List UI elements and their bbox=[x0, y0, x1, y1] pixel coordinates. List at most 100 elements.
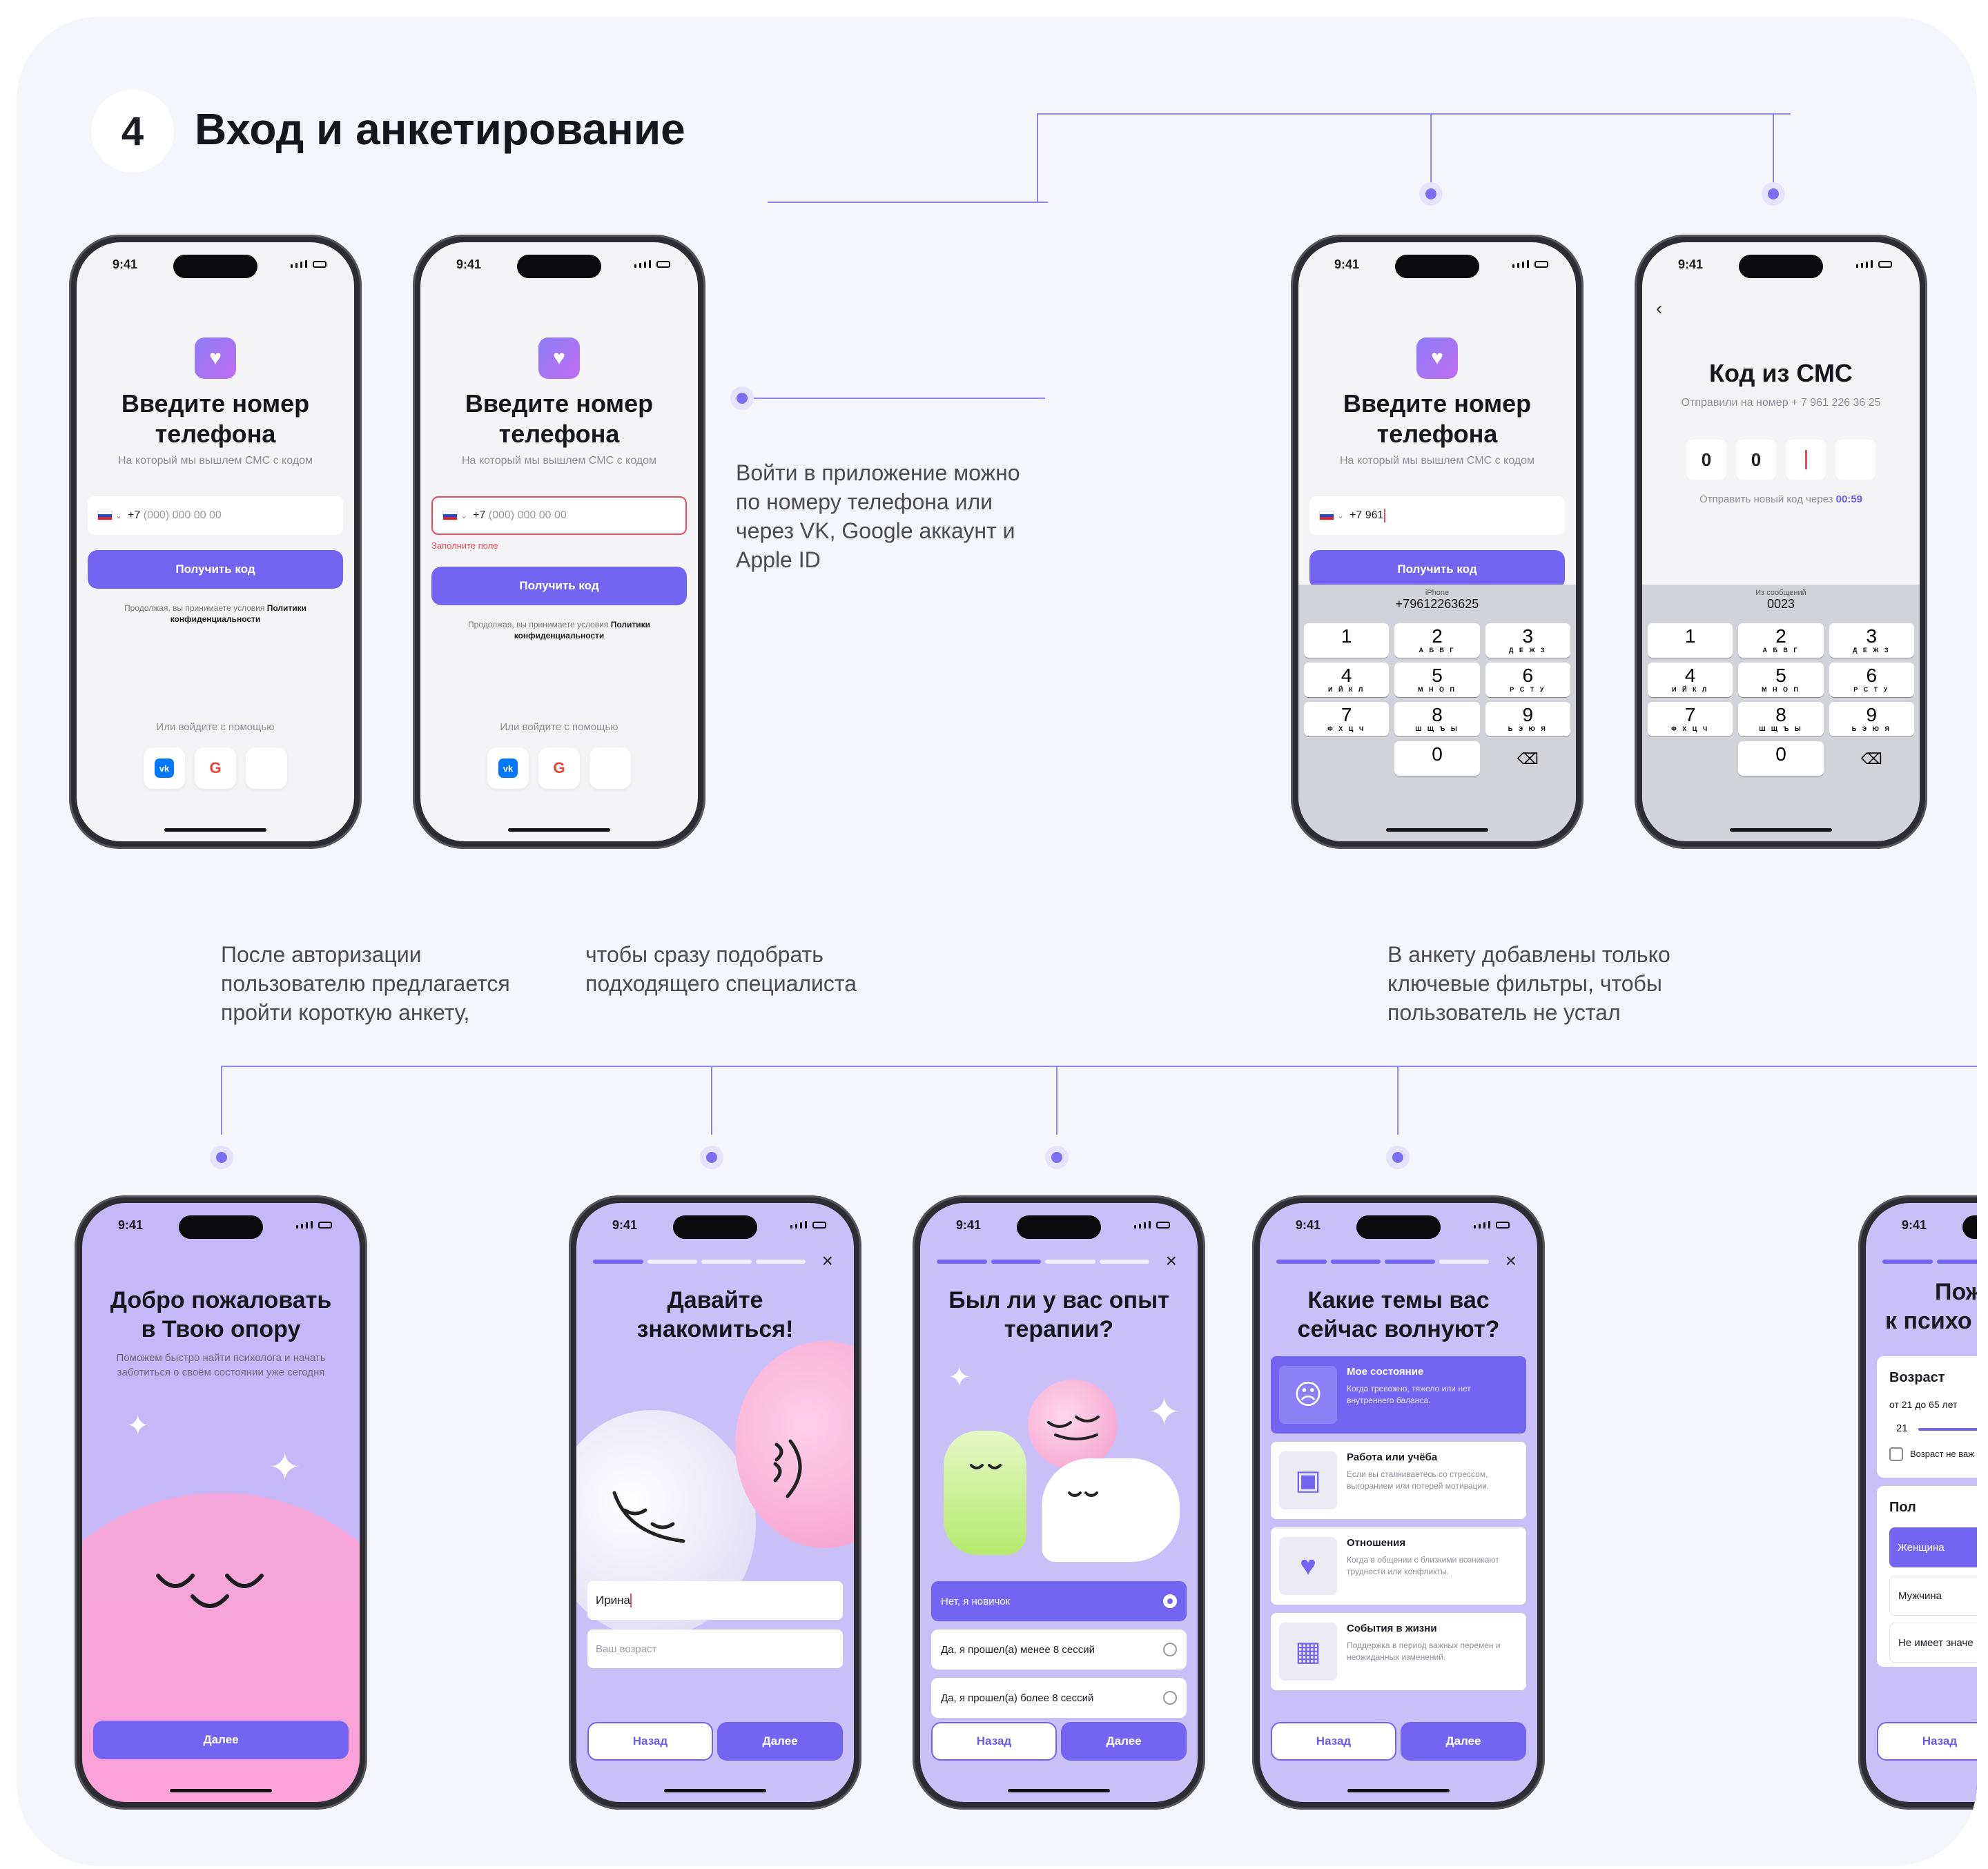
key-letters: А Б В Г bbox=[1762, 647, 1800, 654]
google-login-button[interactable]: G bbox=[195, 747, 236, 789]
chevron-down-icon[interactable]: ⌄ bbox=[115, 511, 123, 520]
get-code-button[interactable]: Получить код bbox=[431, 567, 687, 605]
back-arrow-icon[interactable]: ‹ bbox=[1656, 297, 1663, 319]
key-0[interactable]: 0 bbox=[1738, 741, 1824, 776]
google-login-button[interactable]: G bbox=[538, 747, 580, 789]
vk-icon: vk bbox=[155, 759, 174, 778]
status-bar: 9:41 bbox=[1260, 1203, 1537, 1242]
checkbox-icon[interactable] bbox=[1889, 1447, 1903, 1461]
code-digit-active[interactable] bbox=[1786, 440, 1826, 480]
delete-key-icon[interactable]: ⌫ bbox=[1517, 750, 1539, 767]
back-button[interactable]: Назад bbox=[931, 1722, 1057, 1761]
chevron-down-icon[interactable]: ⌄ bbox=[1337, 511, 1345, 520]
age-label: Возраст bbox=[1889, 1370, 1945, 1385]
flag-ru-icon[interactable] bbox=[442, 511, 458, 520]
vk-login-button[interactable]: vk bbox=[144, 747, 185, 789]
legal-prefix: Продолжая, вы принимаете условия bbox=[468, 620, 609, 629]
next-button[interactable]: Далее bbox=[717, 1722, 843, 1761]
apple-login-button[interactable] bbox=[246, 747, 287, 789]
close-icon[interactable]: × bbox=[1165, 1250, 1177, 1271]
name-input[interactable]: Ирина bbox=[587, 1581, 843, 1620]
signal-icon bbox=[291, 260, 327, 268]
key-0[interactable]: 0 bbox=[1394, 741, 1480, 776]
vk-login-button[interactable]: vk bbox=[487, 747, 529, 789]
phone-input[interactable]: ⌄ +7 (000) 000 00 00 bbox=[88, 496, 343, 535]
code-digit[interactable]: 0 bbox=[1686, 440, 1726, 480]
close-icon[interactable]: × bbox=[821, 1250, 833, 1271]
home-indicator bbox=[1008, 1789, 1110, 1792]
phone-input[interactable]: ⌄ +7 (000) 000 00 00 bbox=[431, 496, 687, 535]
option-more-8[interactable]: Да, я прошел(а) более 8 сессий bbox=[931, 1678, 1187, 1718]
apple-login-button[interactable] bbox=[589, 747, 631, 789]
key-digit: 6 bbox=[1866, 665, 1878, 686]
close-icon[interactable]: × bbox=[1505, 1250, 1517, 1271]
page-title: Добро пожаловать в Твою опору bbox=[110, 1287, 332, 1342]
get-code-button[interactable]: Получить код bbox=[88, 550, 343, 589]
autofill-suggestion[interactable]: iPhone +79612263625 bbox=[1298, 585, 1576, 620]
code-digit-empty[interactable] bbox=[1835, 440, 1875, 480]
connector-line bbox=[711, 1066, 712, 1135]
battery-icon bbox=[812, 1222, 826, 1229]
next-button[interactable]: Далее bbox=[93, 1721, 349, 1759]
resend-label: Отправить новый код через bbox=[1699, 493, 1833, 505]
topic-desc: Когда в общении с близкими возникают тру… bbox=[1347, 1555, 1499, 1576]
character-green bbox=[944, 1431, 1026, 1555]
gender-card: Пол Женщина Мужчина Не имеет значе bbox=[1877, 1486, 1977, 1667]
key-digit: 3 bbox=[1522, 625, 1534, 647]
get-code-button[interactable]: Получить код bbox=[1309, 550, 1565, 589]
option-newbie[interactable]: Нет, я новичок bbox=[931, 1581, 1187, 1621]
back-button[interactable]: Назад bbox=[587, 1722, 713, 1761]
back-button[interactable]: Назад bbox=[1877, 1722, 1977, 1761]
next-button[interactable]: Далее bbox=[1061, 1722, 1187, 1761]
phone-input[interactable]: ⌄ +7 961 bbox=[1309, 496, 1565, 535]
back-button[interactable]: Назад bbox=[1271, 1722, 1396, 1761]
key-digit: 3 bbox=[1866, 625, 1878, 647]
screen: 9:41 × Какие темы вас сейчас волнуют? ☹М… bbox=[1260, 1203, 1537, 1802]
delete-key-icon[interactable]: ⌫ bbox=[1860, 750, 1882, 767]
chevron-down-icon[interactable]: ⌄ bbox=[460, 511, 468, 520]
gender-female-option[interactable]: Женщина bbox=[1889, 1527, 1977, 1567]
face-icon bbox=[970, 1464, 1002, 1469]
key-1[interactable]: 1 bbox=[1304, 623, 1390, 658]
key-letters: Ш Щ Ъ Ы bbox=[1759, 725, 1803, 732]
home-indicator bbox=[1386, 828, 1488, 832]
age-input[interactable]: Ваш возраст bbox=[587, 1630, 843, 1668]
next-button[interactable]: Далее bbox=[1401, 1722, 1526, 1761]
progress-steps bbox=[593, 1260, 806, 1264]
option-less-8[interactable]: Да, я прошел(а) менее 8 сессий bbox=[931, 1630, 1187, 1670]
flag-ru-icon[interactable] bbox=[1319, 511, 1334, 520]
code-digit[interactable]: 0 bbox=[1736, 440, 1776, 480]
key-1[interactable]: 1 bbox=[1648, 623, 1733, 658]
progress-steps bbox=[1276, 1260, 1489, 1264]
age-slider[interactable] bbox=[1918, 1428, 1977, 1431]
gender-male-option[interactable]: Мужчина bbox=[1889, 1576, 1977, 1616]
flag-ru-icon[interactable] bbox=[97, 511, 113, 520]
key-letters: И Й К Л bbox=[1328, 686, 1365, 693]
privacy-link[interactable]: Политики конфиденциальности bbox=[170, 603, 306, 624]
privacy-link[interactable]: Политики конфиденциальности bbox=[514, 620, 650, 640]
autofill-suggestion[interactable]: Из сообщений 0023 bbox=[1642, 585, 1920, 620]
code-input[interactable]: 0 0 bbox=[1642, 440, 1920, 480]
gender-any-option[interactable]: Не имеет значе bbox=[1889, 1623, 1977, 1663]
